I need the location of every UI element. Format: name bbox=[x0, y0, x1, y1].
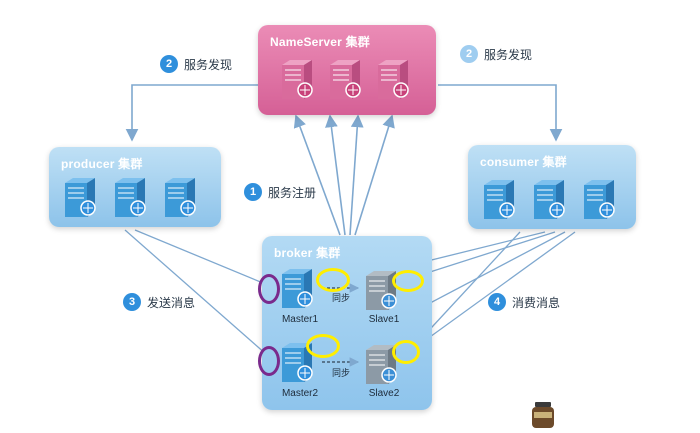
nameserver-cluster-title: NameServer 集群 bbox=[270, 35, 370, 49]
step-text: 发送消息 bbox=[147, 295, 196, 310]
step-text: 消费消息 bbox=[512, 295, 561, 310]
sync-arrows bbox=[322, 283, 360, 367]
step-number-badge: 2 bbox=[460, 45, 478, 63]
consume-line bbox=[419, 231, 521, 341]
step-number-badge: 4 bbox=[488, 293, 506, 311]
step-number-badge: 3 bbox=[123, 293, 141, 311]
yellow-highlight-circle bbox=[316, 268, 350, 292]
nameserver-server-icon bbox=[374, 57, 412, 106]
consumer-server-icon bbox=[480, 177, 518, 226]
broker-cluster-title: broker 集群 bbox=[274, 246, 341, 260]
step-discovery-producer: 2 服务发现 bbox=[160, 55, 232, 73]
slave2-label: Slave2 bbox=[368, 388, 400, 399]
discovery-arrow-consumer bbox=[438, 84, 563, 142]
step-number-badge: 2 bbox=[160, 55, 178, 73]
consume-line bbox=[404, 231, 576, 356]
send-line bbox=[134, 229, 276, 289]
master1-server-icon bbox=[278, 266, 316, 315]
master2-label: Master2 bbox=[281, 388, 319, 399]
producer-cluster: producer 集群 bbox=[49, 147, 221, 227]
step-text: 服务注册 bbox=[268, 185, 317, 200]
send-line bbox=[124, 229, 276, 363]
nameserver-server-icon bbox=[278, 57, 316, 106]
yellow-highlight-circle bbox=[392, 340, 420, 364]
yellow-highlight-circle bbox=[392, 270, 424, 292]
sync-label-1: 同步 bbox=[332, 293, 351, 303]
jar-icon bbox=[528, 402, 558, 428]
nameserver-server-icon bbox=[326, 57, 364, 106]
register-arrow bbox=[349, 114, 364, 236]
producer-cluster-title: producer 集群 bbox=[61, 157, 143, 171]
consumer-cluster-title: consumer 集群 bbox=[480, 155, 567, 169]
consumer-cluster: consumer 集群 bbox=[468, 145, 636, 229]
slave1-server-icon bbox=[362, 268, 400, 317]
step-text: 服务发现 bbox=[484, 47, 533, 62]
yellow-highlight-circle bbox=[306, 334, 340, 358]
consumer-server-icon bbox=[530, 177, 568, 226]
purple-highlight-circle bbox=[258, 274, 280, 304]
discovery-arrow-producer bbox=[125, 84, 258, 142]
nameserver-cluster: NameServer 集群 bbox=[258, 25, 436, 115]
producer-server-icon bbox=[111, 175, 149, 224]
consumer-server-icon bbox=[580, 177, 618, 226]
purple-highlight-circle bbox=[258, 346, 280, 376]
step-discovery-consumer: 2 服务发现 bbox=[460, 45, 532, 63]
slave1-label: Slave1 bbox=[368, 314, 400, 325]
step-number-badge: 1 bbox=[244, 183, 262, 201]
step-consume: 4 消费消息 bbox=[488, 293, 560, 311]
step-send: 3 发送消息 bbox=[123, 293, 195, 311]
register-arrow bbox=[325, 114, 346, 236]
producer-server-icon bbox=[161, 175, 199, 224]
step-register: 1 服务注册 bbox=[244, 183, 316, 201]
step-text: 服务发现 bbox=[184, 57, 233, 72]
master2-server-icon bbox=[278, 340, 316, 389]
master1-label: Master1 bbox=[281, 314, 319, 325]
producer-server-icon bbox=[61, 175, 99, 224]
register-arrow bbox=[293, 114, 341, 236]
broker-cluster: broker 集群 Master1 Slave1 同步 Master2 Slav… bbox=[262, 236, 432, 410]
register-arrow bbox=[354, 114, 395, 236]
sync-label-2: 同步 bbox=[332, 368, 351, 378]
